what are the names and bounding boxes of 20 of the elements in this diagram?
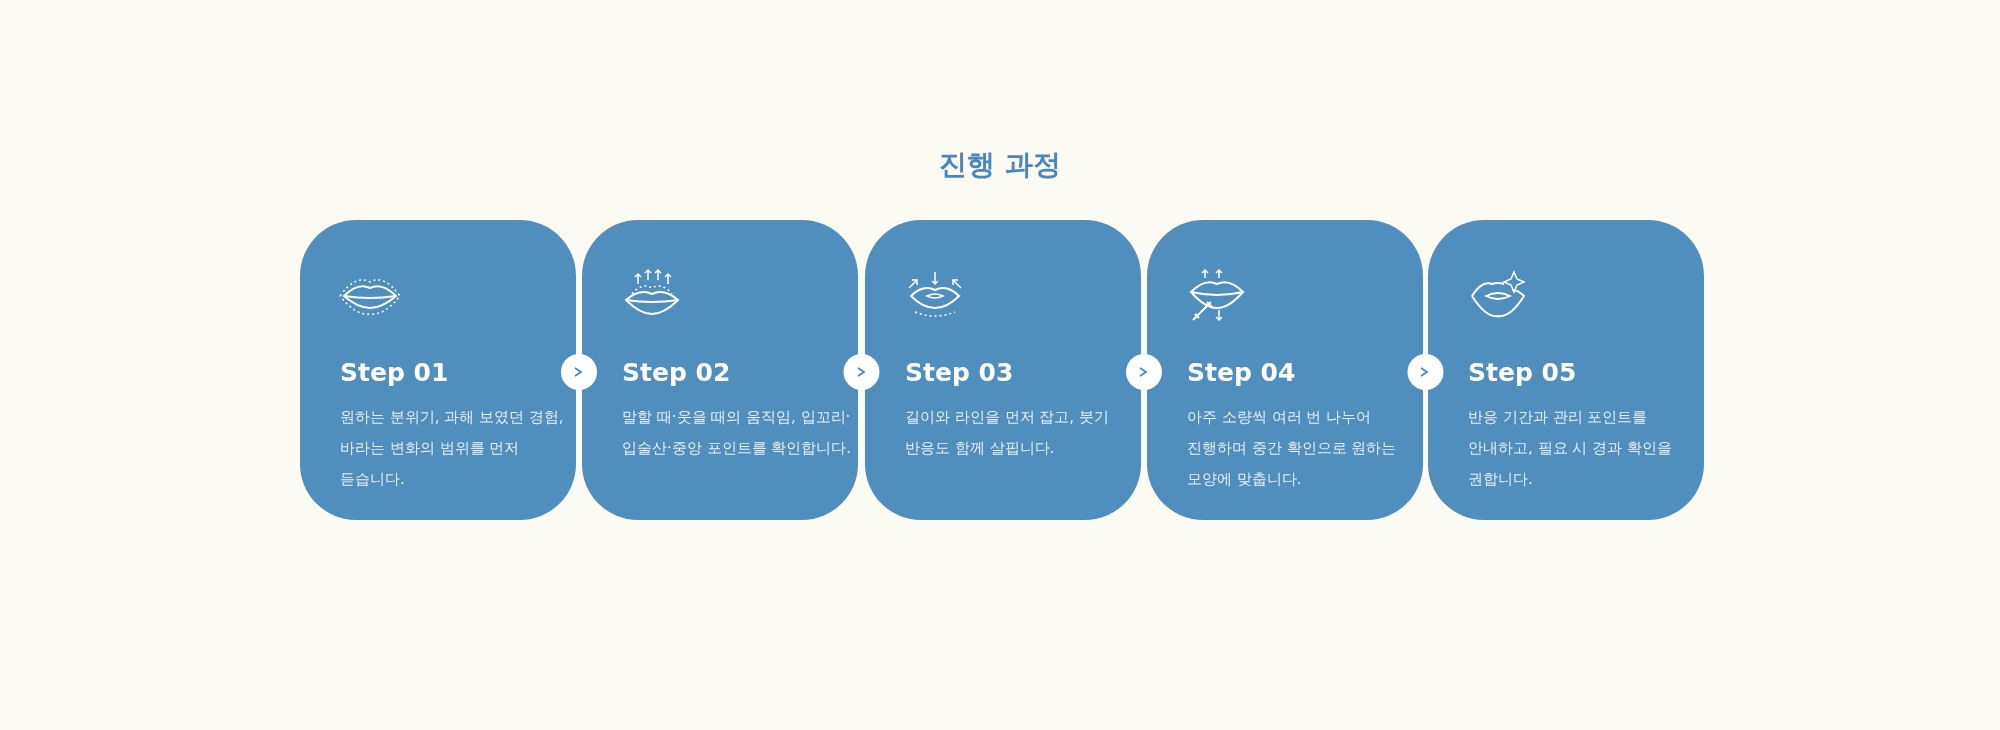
chevron-arrow (843, 354, 880, 390)
step-heading: Step 04 (1187, 358, 1296, 387)
step-description: 아주 소량씩 여러 번 나누어 진행하며 중간 확인으로 원하는 모양에 맞춥니다. (1187, 407, 1398, 490)
step-card (582, 220, 858, 520)
step-description: 말할 때·웃을 때의 움직임, 입꼬리·입술산·중앙 포인트를 확인합니다. (622, 407, 853, 459)
step-heading: Step 05 (1468, 358, 1577, 387)
diagram-title: 진행 과정 (939, 148, 1061, 181)
chevron-arrow (561, 354, 597, 390)
step-heading: Step 01 (340, 358, 449, 387)
step-heading: Step 02 (622, 358, 731, 387)
step-description: 원하는 분위기, 과해 보였던 경험, 바라는 변화의 범위를 먼저 듣습니다. (340, 407, 565, 490)
step-description: 반응 기간과 관리 포인트를 안내하고, 필요 시 경과 확인을 권합니다. (1468, 407, 1673, 490)
step-card (1147, 220, 1423, 520)
step-card (1428, 220, 1704, 520)
step-card (300, 220, 576, 520)
chevron-arrow (1126, 354, 1162, 390)
step-card (865, 220, 1141, 520)
step-description: 길이와 라인을 먼저 잡고, 붓기 반응도 함께 살핍니다. (905, 407, 1110, 459)
step-heading: Step 03 (905, 358, 1014, 387)
chevron-arrow (1407, 354, 1444, 390)
